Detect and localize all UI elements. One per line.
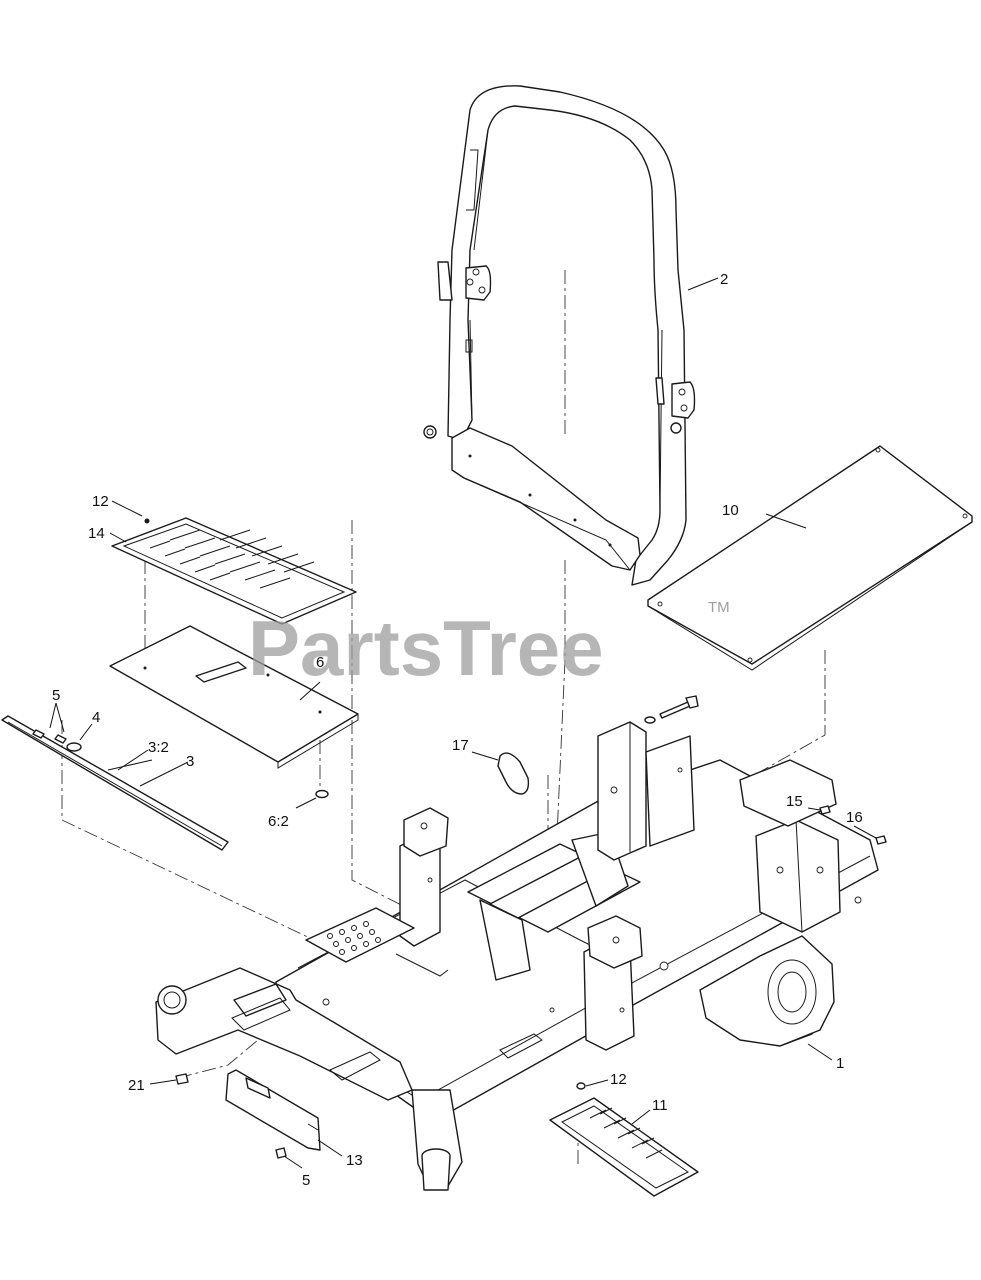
- side-rail: [1, 715, 229, 851]
- screw-12b: [576, 1082, 586, 1090]
- callout-1: 1: [836, 1055, 844, 1072]
- callout-14: 14: [88, 525, 105, 542]
- callout-6: 6: [316, 654, 324, 671]
- callout-5-top: 5: [52, 687, 60, 704]
- screw-5a: [32, 729, 67, 744]
- screw-16: [875, 835, 887, 845]
- step-mat-11: [549, 1097, 699, 1197]
- callout-12-bottom: 12: [610, 1071, 627, 1088]
- watermark-text: PartsTree: [248, 604, 604, 692]
- screw-15: [819, 805, 831, 815]
- callout-3-2: 3:2: [148, 739, 169, 756]
- knob-4: [66, 742, 82, 752]
- foot-plate: [109, 625, 359, 769]
- callout-4: 4: [92, 709, 100, 726]
- callout-13: 13: [346, 1152, 363, 1169]
- foot-rest-mat: [111, 517, 357, 625]
- leader-lines: [49, 277, 877, 1169]
- callout-labels: 2 10 12 14 6 5 4 3:2 3 6:2 17 15 16 1 21…: [52, 271, 863, 1189]
- callout-10: 10: [722, 502, 739, 519]
- bolt-assembly: [644, 695, 699, 724]
- side-bracket-13: [225, 1069, 321, 1151]
- callout-12-top: 12: [92, 493, 109, 510]
- watermark-tm: TM: [708, 599, 730, 616]
- callout-6-2: 6:2: [268, 813, 289, 830]
- link-17: [497, 752, 530, 795]
- callout-15: 15: [786, 793, 803, 810]
- floor-mat-panel: [647, 445, 973, 671]
- callout-21: 21: [128, 1077, 145, 1094]
- assembly-line-plate-left: [61, 720, 336, 1000]
- assembly-line-rops-center: [554, 560, 566, 881]
- callout-16: 16: [846, 809, 863, 826]
- plug-21: [175, 1073, 189, 1085]
- callout-17: 17: [452, 737, 469, 754]
- bumper-6-2: [315, 789, 329, 799]
- callout-5-bottom: 5: [302, 1172, 310, 1189]
- callout-2: 2: [720, 271, 728, 288]
- rops-roll-bar: [423, 85, 696, 586]
- callout-3: 3: [186, 753, 194, 770]
- main-frame: [155, 721, 879, 1191]
- screw-5b: [275, 1147, 287, 1159]
- assembly-line-plug: [177, 1039, 259, 1079]
- callout-11: 11: [652, 1097, 668, 1114]
